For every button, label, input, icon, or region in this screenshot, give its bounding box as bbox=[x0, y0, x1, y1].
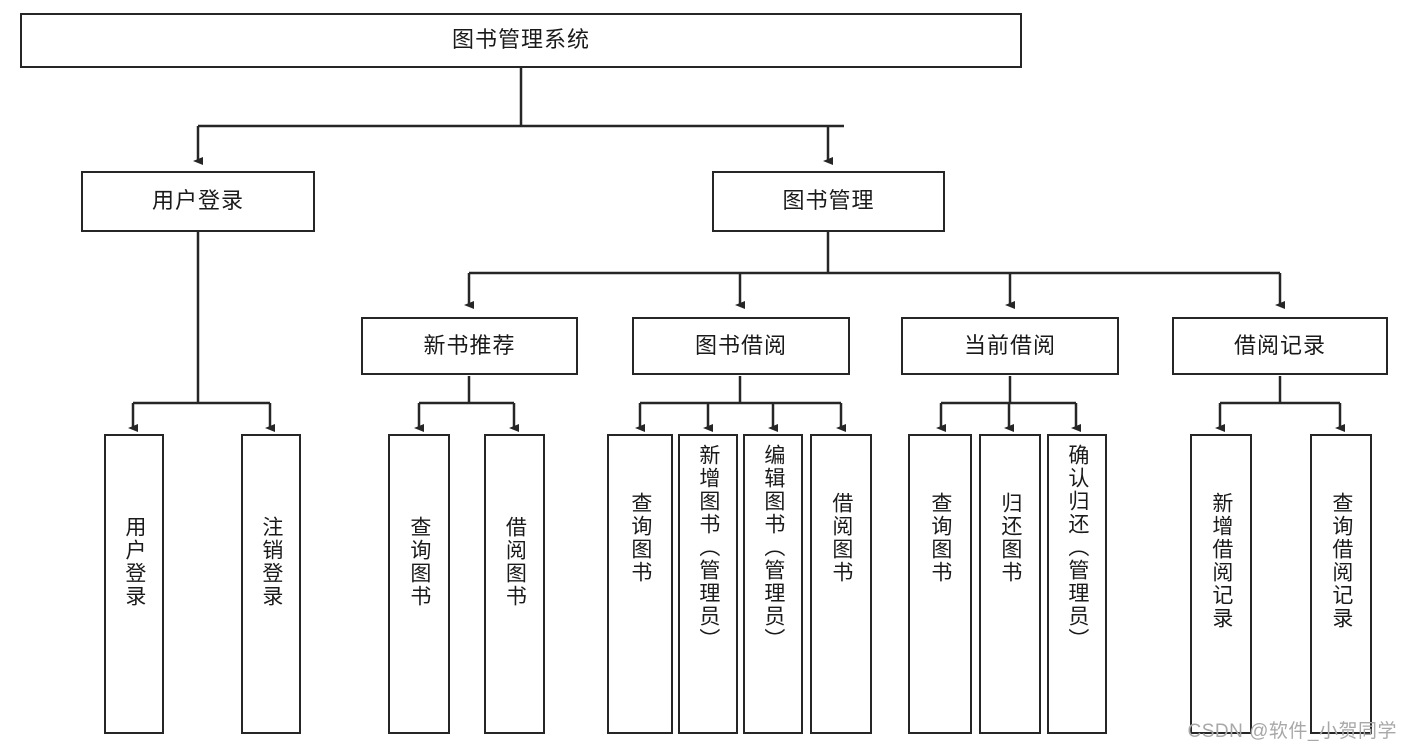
node-book-management-label: 图书管理 bbox=[782, 188, 875, 214]
node-new-book-recommend[interactable]: 新书推荐 bbox=[361, 317, 578, 375]
leaf-bookborrow-add-book[interactable]: 新增图书（管理员） bbox=[678, 434, 738, 734]
leaf-newbook-query-book[interactable]: 查询图书 bbox=[388, 434, 450, 734]
leaf-newbook-borrow-book-label: 借阅图书 bbox=[503, 516, 527, 608]
leaf-borrowrecord-add-record[interactable]: 新增借阅记录 bbox=[1190, 434, 1252, 734]
leaf-currentborrow-query-book[interactable]: 查询图书 bbox=[908, 434, 972, 734]
leaf-currentborrow-confirm-return-label: 确认归还（管理员） bbox=[1065, 444, 1089, 651]
leaf-newbook-borrow-book[interactable]: 借阅图书 bbox=[484, 434, 545, 734]
leaf-user-login-signin-label: 用户登录 bbox=[122, 516, 146, 608]
leaf-bookborrow-query-book-label: 查询图书 bbox=[628, 492, 652, 584]
node-borrow-record[interactable]: 借阅记录 bbox=[1172, 317, 1388, 375]
node-new-book-recommend-label: 新书推荐 bbox=[423, 332, 516, 358]
node-user-login-label: 用户登录 bbox=[151, 188, 244, 214]
node-book-borrow[interactable]: 图书借阅 bbox=[632, 317, 850, 375]
node-current-borrow[interactable]: 当前借阅 bbox=[901, 317, 1119, 375]
leaf-currentborrow-query-book-label: 查询图书 bbox=[928, 492, 952, 584]
leaf-bookborrow-edit-book[interactable]: 编辑图书（管理员） bbox=[743, 434, 803, 734]
leaf-user-login-signout[interactable]: 注销登录 bbox=[241, 434, 301, 734]
node-root[interactable]: 图书管理系统 bbox=[20, 13, 1022, 68]
leaf-currentborrow-return-book[interactable]: 归还图书 bbox=[979, 434, 1041, 734]
leaf-currentborrow-return-book-label: 归还图书 bbox=[998, 492, 1022, 584]
leaf-bookborrow-add-book-label: 新增图书（管理员） bbox=[696, 444, 720, 651]
node-book-borrow-label: 图书借阅 bbox=[694, 332, 787, 358]
node-borrow-record-label: 借阅记录 bbox=[1233, 332, 1326, 358]
node-current-borrow-label: 当前借阅 bbox=[963, 332, 1056, 358]
leaf-bookborrow-edit-book-label: 编辑图书（管理员） bbox=[761, 444, 785, 651]
node-user-login[interactable]: 用户登录 bbox=[81, 171, 315, 232]
leaf-borrowrecord-add-record-label: 新增借阅记录 bbox=[1209, 492, 1233, 630]
leaf-bookborrow-borrow-book-label: 借阅图书 bbox=[829, 492, 853, 584]
leaf-borrowrecord-query-record[interactable]: 查询借阅记录 bbox=[1310, 434, 1372, 734]
leaf-bookborrow-query-book[interactable]: 查询图书 bbox=[607, 434, 673, 734]
leaf-newbook-query-book-label: 查询图书 bbox=[407, 516, 431, 608]
leaf-bookborrow-borrow-book[interactable]: 借阅图书 bbox=[810, 434, 872, 734]
node-root-label: 图书管理系统 bbox=[451, 27, 590, 53]
leaf-borrowrecord-query-record-label: 查询借阅记录 bbox=[1329, 492, 1353, 630]
node-book-management[interactable]: 图书管理 bbox=[712, 171, 945, 232]
leaf-user-login-signin[interactable]: 用户登录 bbox=[104, 434, 164, 734]
leaf-currentborrow-confirm-return[interactable]: 确认归还（管理员） bbox=[1047, 434, 1107, 734]
leaf-user-login-signout-label: 注销登录 bbox=[259, 516, 283, 608]
